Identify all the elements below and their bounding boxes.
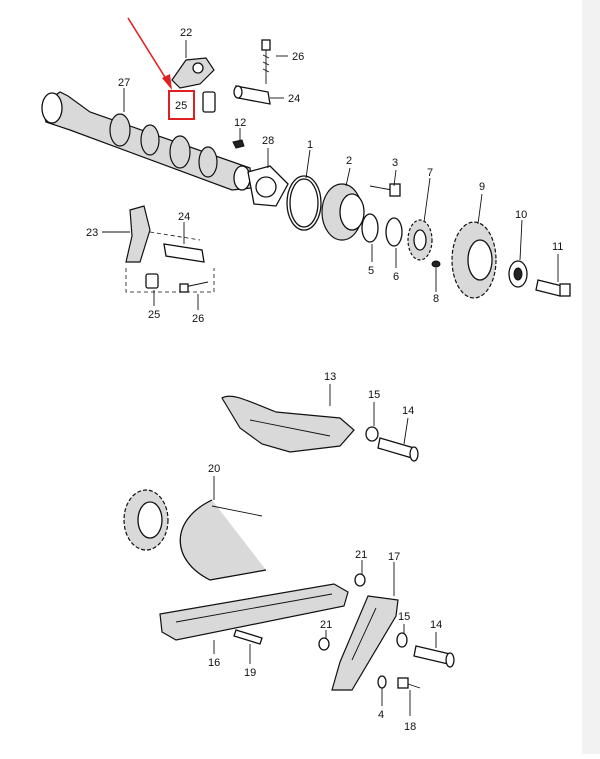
washer-15-upper <box>365 426 379 442</box>
washer-4 <box>377 675 387 689</box>
tensioner-arm <box>331 595 399 691</box>
timing-chain <box>179 499 267 581</box>
rocker-shaft-upper <box>233 85 271 105</box>
rocker-arm-lower <box>125 205 151 263</box>
camshaft-sprocket <box>451 221 497 299</box>
highlight-arrow-head <box>162 74 172 90</box>
callout-14-lower: 14 <box>430 619 442 631</box>
callout-7: 7 <box>427 167 433 179</box>
pin-14-lower <box>413 645 455 668</box>
callout-15-upper: 15 <box>368 389 380 401</box>
key-small <box>431 260 441 268</box>
rocker-arm-upper <box>171 57 215 89</box>
exploded-parts-diagram: 22 26 24 25 27 12 28 1 2 3 7 9 10 11 5 6… <box>41 17 571 733</box>
guide-pin <box>233 629 263 645</box>
washer-15-lower <box>396 632 408 648</box>
diagram-svg: 22 26 24 25 27 12 28 1 2 3 7 9 10 11 5 6… <box>41 17 571 733</box>
bearing-housing <box>321 183 365 241</box>
callout-10: 10 <box>515 209 527 221</box>
callout-1: 1 <box>307 139 313 151</box>
callout-23: 23 <box>86 227 98 239</box>
callout-25-highlighted: 25 <box>175 100 187 112</box>
callout-21-upper: 21 <box>355 549 367 561</box>
callout-4: 4 <box>378 709 384 721</box>
callout-24-lower: 24 <box>178 211 190 223</box>
callout-17: 17 <box>388 551 400 563</box>
highlight-annotation <box>127 17 195 120</box>
callout-22: 22 <box>180 27 192 39</box>
callout-19: 19 <box>244 667 256 679</box>
bushing-21-upper <box>354 573 366 587</box>
chain-rail <box>159 583 349 641</box>
callout-26-upper: 26 <box>292 51 304 63</box>
callout-8: 8 <box>433 293 439 305</box>
callout-13: 13 <box>324 371 336 383</box>
camshaft <box>41 91 253 191</box>
adjuster-upper <box>202 91 216 113</box>
callout-21-lower: 21 <box>320 619 332 631</box>
callout-16: 16 <box>208 657 220 669</box>
highlight-box <box>168 90 195 120</box>
callout-18: 18 <box>404 721 416 733</box>
highlight-arrow-line <box>127 17 169 83</box>
callout-9: 9 <box>479 181 485 193</box>
callout-20: 20 <box>208 463 220 475</box>
rocker-shaft-lower <box>163 243 205 263</box>
sprocket-bolt <box>535 279 571 297</box>
bolt-upper <box>261 39 271 84</box>
pin-14-upper <box>377 437 419 462</box>
housing-bolt <box>369 183 401 197</box>
callout-6: 6 <box>393 271 399 283</box>
callout-3: 3 <box>392 157 398 169</box>
callout-26-lower: 26 <box>192 313 204 325</box>
seal-ring <box>361 213 379 243</box>
callout-28: 28 <box>262 135 274 147</box>
callout-15-lower: 15 <box>398 611 410 623</box>
callout-24-upper: 24 <box>288 93 300 105</box>
leader-lines <box>102 40 559 716</box>
callout-12: 12 <box>234 117 246 129</box>
side-strip <box>582 0 600 754</box>
callout-labels: 22 26 24 25 27 12 28 1 2 3 7 9 10 11 5 6… <box>86 27 563 733</box>
adjuster-lower <box>145 273 159 289</box>
spacer <box>385 217 403 247</box>
crank-sprocket <box>123 489 169 551</box>
chain-guide-upper <box>221 395 355 453</box>
callout-5: 5 <box>368 265 374 277</box>
callout-25-lower: 25 <box>148 309 160 321</box>
callout-27: 27 <box>118 77 130 89</box>
woodruff-key <box>232 139 245 149</box>
bushing-21-lower <box>318 637 330 651</box>
callout-14-upper: 14 <box>402 405 414 417</box>
callout-2: 2 <box>346 155 352 167</box>
rail-bolt <box>397 677 421 689</box>
callout-11: 11 <box>552 241 563 253</box>
bolt-lower <box>179 281 209 293</box>
